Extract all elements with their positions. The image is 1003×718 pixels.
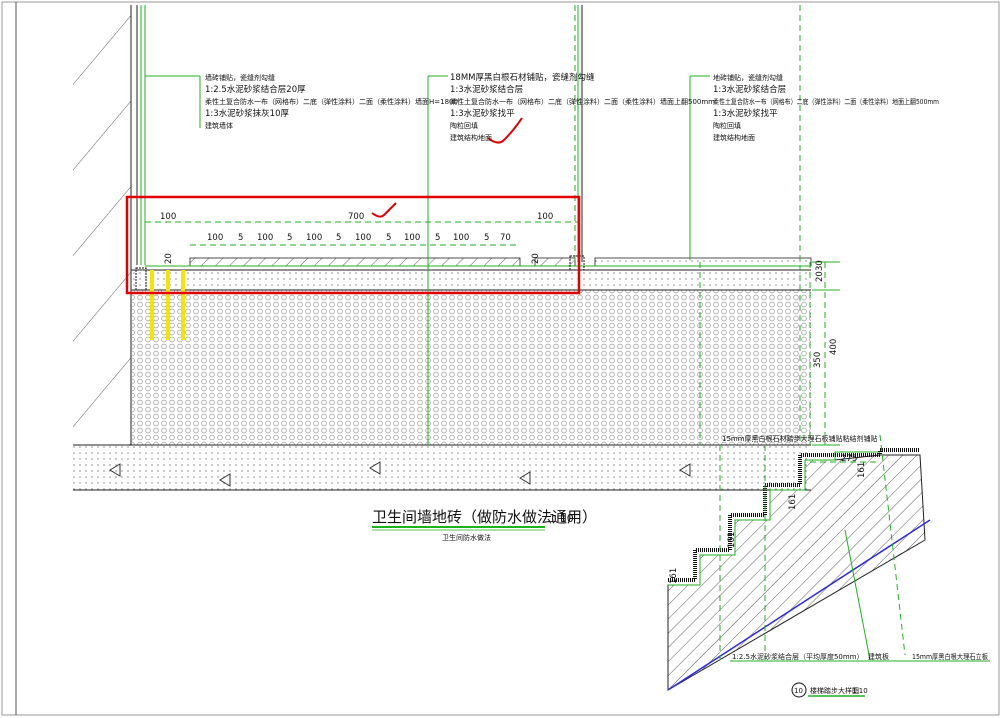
dim-right-1: 20 [815,271,825,282]
floor-note-b-3: 柔性土复合防水一布（网格布）二底（弹性涂料）二面（柔性涂料）地面上翻500mm [713,97,939,106]
dim-top-3: 100 [537,212,553,222]
dim-right-4: 400 [829,339,839,355]
structural-slab [73,445,811,490]
stair-soffit [667,519,931,691]
wall-note-3: 柔性土复合防水一布（网格布）二底（弹性涂料）二面（柔性涂料）墙面H=1800 [205,97,458,106]
stair-detail: 15mm厚黑白根石材踏步大理石板铺贴粘结剂铺贴 275 161 161 161 … [667,434,990,698]
wall-note-2: 1:2.5水泥砂浆结合层20厚 [205,84,306,95]
dim-sub-10: 5 [435,233,440,243]
dim-side-left: 20 [164,253,174,264]
stair-label-2: 建筑板 [868,652,889,661]
wall-note-4: 1:3水泥砂浆抹灰10厚 [205,108,289,119]
dim-sub-13: 70 [500,233,511,243]
floor-notes-b: 地砖铺贴，瓷缝剂勾缝 1:3水泥砂浆结合层 柔性土复合防水一布（网格布）二底（弹… [713,73,939,142]
callout-scale: 1:10 [852,687,868,695]
dim-sub-11: 100 [453,233,469,243]
wall-note-5: 建筑墙体 [205,121,233,130]
stair-label-1: 1:2.5水泥砂浆结合层（平均厚度50mm） [732,652,864,661]
main-title: 卫生间墙地砖（做防水做法通用） [372,508,597,526]
floor-note-a-1: 18MM厚黑白根石材铺贴，瓷缝剂勾缝 [450,72,595,83]
dim-sub-9: 100 [404,233,420,243]
floor-note-b-4: 1:3水泥砂浆找平 [713,108,778,119]
floor-note-a-2: 1:3水泥砂浆结合层 [450,84,523,95]
dim-sub-12: 5 [484,233,489,243]
floor-note-b-1: 地砖铺贴，瓷缝剂勾缝 [713,73,783,82]
dim-right-2: 30 [815,260,825,271]
dims-right: 20 30 350 400 [813,260,839,368]
dim-sub-2: 5 [238,233,243,243]
dim-sub-6: 5 [336,233,341,243]
stair-dim-riser-1: 161 [857,462,867,478]
floor-note-a-6: 建筑结构地面 [450,133,492,142]
red-checkmark-2 [487,117,523,144]
ceramsite-fill [131,290,811,445]
dims-sub: 100 5 100 5 100 5 100 5 100 5 100 5 70 [207,233,511,243]
wall-notes: 墙砖铺贴，瓷缝剂勾缝 1:2.5水泥砂浆结合层20厚 柔性土复合防水一布（网格布… [205,73,458,130]
callout-title: 楼梯踏步大样图 [810,686,859,695]
main-detail [73,5,840,491]
dims-top: 100 700 100 [160,212,553,222]
dim-sub-3: 100 [257,233,273,243]
wall-hatch [73,5,131,445]
main-scale: 1:10 [549,512,574,525]
main-title-block: 卫生间墙地砖（做防水做法通用） 1:10 卫生间防水做法 [372,508,597,542]
dim-sub-1: 100 [207,233,223,243]
stair-note-top: 15mm厚黑白根石材踏步大理石板铺贴粘结剂铺贴 [722,434,878,443]
callout-circle [791,682,807,698]
stair-dim-riser-4: 161 [669,568,679,584]
stair-dim-tread: 275 [841,454,857,464]
dim-sub-8: 5 [386,233,391,243]
stair-dim-riser-3: 161 [727,532,737,548]
wall-note-1: 墙砖铺贴，瓷缝剂勾缝 [205,73,275,82]
floor-note-a-3: 柔性土复合防水一布（网格布）二底（弹性涂料）二面（柔性涂料）墙面上翻500mm [450,97,715,106]
main-subtitle: 卫生间防水做法 [442,533,491,542]
dim-top-2: 700 [348,212,364,222]
callout-number: 10 [794,687,803,695]
screed-layer [131,270,811,290]
stair-label-3: 15mm厚黑白根大理石立板 [912,652,988,661]
dim-sub-5: 100 [306,233,322,243]
dim-sub-7: 100 [355,233,371,243]
floor-note-a-5: 陶粒回填 [450,121,478,130]
red-checkmark-1 [371,202,397,218]
red-highlight-box [125,195,581,295]
floor-note-b-6: 建筑结构地面 [713,133,755,142]
stone-tile [189,257,521,267]
dim-top-1: 100 [160,212,176,222]
dim-sub-4: 5 [287,233,292,243]
floor-note-b-5: 陶粒回填 [713,121,741,130]
floor-notes-a: 18MM厚黑白根石材铺贴，瓷缝剂勾缝 1:3水泥砂浆结合层 柔性土复合防水一布（… [450,72,715,142]
dim-right-3: 350 [813,352,823,368]
dim-side-mid: 20 [531,253,541,264]
floor-note-a-4: 1:3水泥砂浆找平 [450,108,515,119]
floor-note-b-2: 1:3水泥砂浆结合层 [713,84,786,95]
stair-dim-riser-2: 161 [788,494,798,510]
